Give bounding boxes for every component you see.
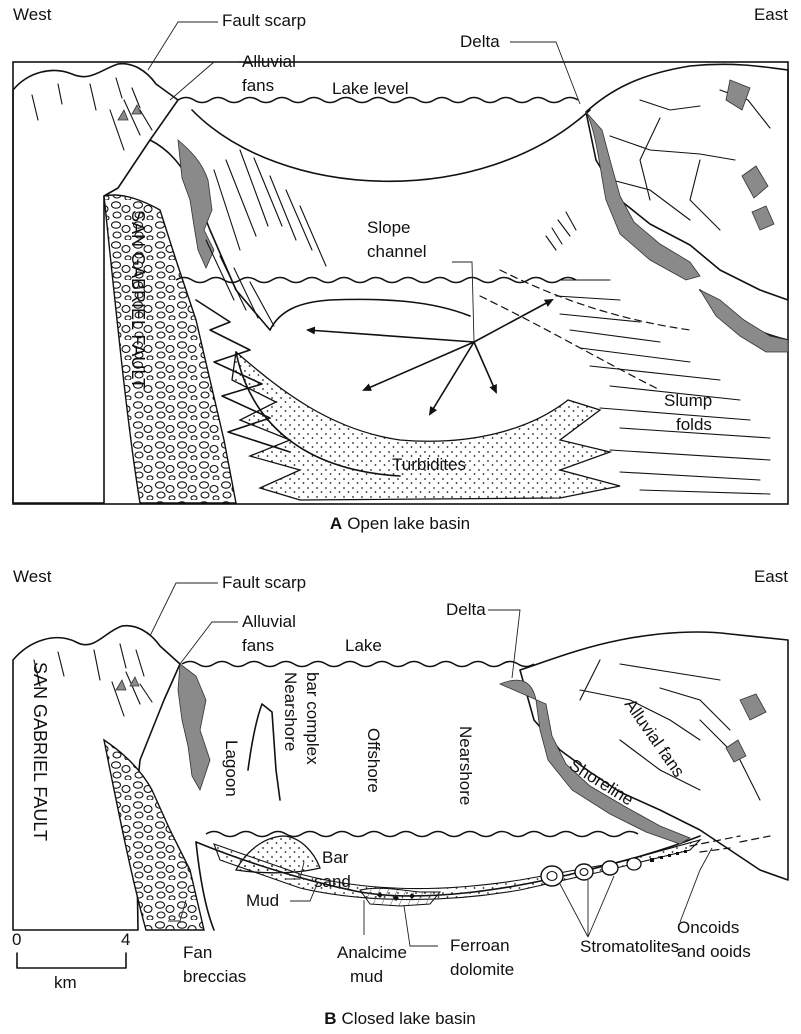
fault-scarp-label-a: Fault scarp (222, 11, 306, 30)
caption-b-text: Closed lake basin (342, 1009, 476, 1028)
slope-channel-label-2: channel (367, 242, 427, 261)
caption-a-letter: A (330, 514, 342, 533)
alluvial-fans-label-a-2: fans (242, 76, 274, 95)
bar-sand-label-1: Bar (322, 848, 349, 867)
lake-level-label: Lake level (332, 79, 409, 98)
fault-name-label-b: SAN GABRIEL FAULT (30, 662, 50, 841)
slump-folds-label-2: folds (676, 415, 712, 434)
fault-name-label-a: SAN GABRIEL FAULT (128, 210, 148, 389)
lake-surface-a (178, 98, 578, 103)
panel-b: West East Fault scarp Alluvial fans Lake… (12, 567, 788, 1028)
caption-a: A Open lake basin (330, 514, 470, 533)
caption-a-text: Open lake basin (347, 514, 470, 533)
ferroan-dolomite-label-1: Ferroan (450, 936, 510, 955)
west-delta-shading (178, 140, 214, 268)
lake-label: Lake (345, 636, 382, 655)
east-delta-shading (586, 112, 700, 280)
alluvial-fans-label-b-2: fans (242, 636, 274, 655)
lake-surface-b (182, 662, 534, 667)
mud-label: Mud (246, 891, 279, 910)
fault-conglomerate-b (104, 740, 204, 930)
offshore-label: Offshore (364, 728, 383, 793)
channel-arrow-4 (474, 342, 496, 392)
alluvial-fans-label-a-1: Alluvial (242, 52, 296, 71)
east-label-a: East (754, 5, 788, 24)
bar-sand-label-2: sand (314, 872, 351, 891)
channel-arrow-2 (364, 342, 474, 390)
scale-start: 0 (12, 930, 21, 949)
stromatolites-label: Stromatolites (580, 937, 679, 956)
scale-end: 4 (121, 930, 130, 949)
east-label-b: East (754, 567, 788, 586)
west-label-a: West (13, 5, 52, 24)
analcime-mud-label-1: Analcime (337, 943, 407, 962)
turbidite-body (232, 352, 620, 500)
alluvial-fans-label-b-1: Alluvial (242, 612, 296, 631)
caption-b-letter: B (324, 1009, 336, 1028)
panel-a: West East Fault scarp Alluvial fans Lake… (13, 5, 788, 533)
nearshore-bar-label-2: bar complex (303, 672, 322, 765)
west-label-b: West (13, 567, 52, 586)
oncoids-label-1: Oncoids (677, 918, 739, 937)
nearshore-bar-label-1: Nearshore (281, 672, 300, 751)
channel-arrow-3 (430, 342, 474, 414)
channel-arrow-1 (308, 330, 474, 342)
slump-folds-label-1: Slump (664, 391, 712, 410)
fault-scarp-label-b: Fault scarp (222, 573, 306, 592)
fault-conglomerate (104, 195, 236, 503)
analcime-mud-label-2: mud (350, 967, 383, 986)
channel-arrow-5 (474, 300, 552, 342)
oncoids-label-2: and ooids (677, 942, 751, 961)
lagoon-label: Lagoon (222, 740, 241, 797)
alluvial-fans-slope-label: Alluvial fans (621, 695, 689, 780)
caption-b: B Closed lake basin (324, 1009, 475, 1028)
scale-unit: km (54, 973, 77, 992)
nearshore-label: Nearshore (456, 726, 475, 805)
delta-label-a: Delta (460, 32, 500, 51)
ferroan-dolomite-label-2: dolomite (450, 960, 514, 979)
scale-bar: 0 4 km (12, 930, 130, 992)
fan-breccias-label-2: breccias (183, 967, 246, 986)
fan-breccias-label-1: Fan (183, 943, 212, 962)
slope-channel-label-1: Slope (367, 218, 410, 237)
delta-label-b: Delta (446, 600, 486, 619)
west-shore-shading-b (178, 664, 210, 790)
turbidites-label: Turbidites (392, 455, 466, 474)
